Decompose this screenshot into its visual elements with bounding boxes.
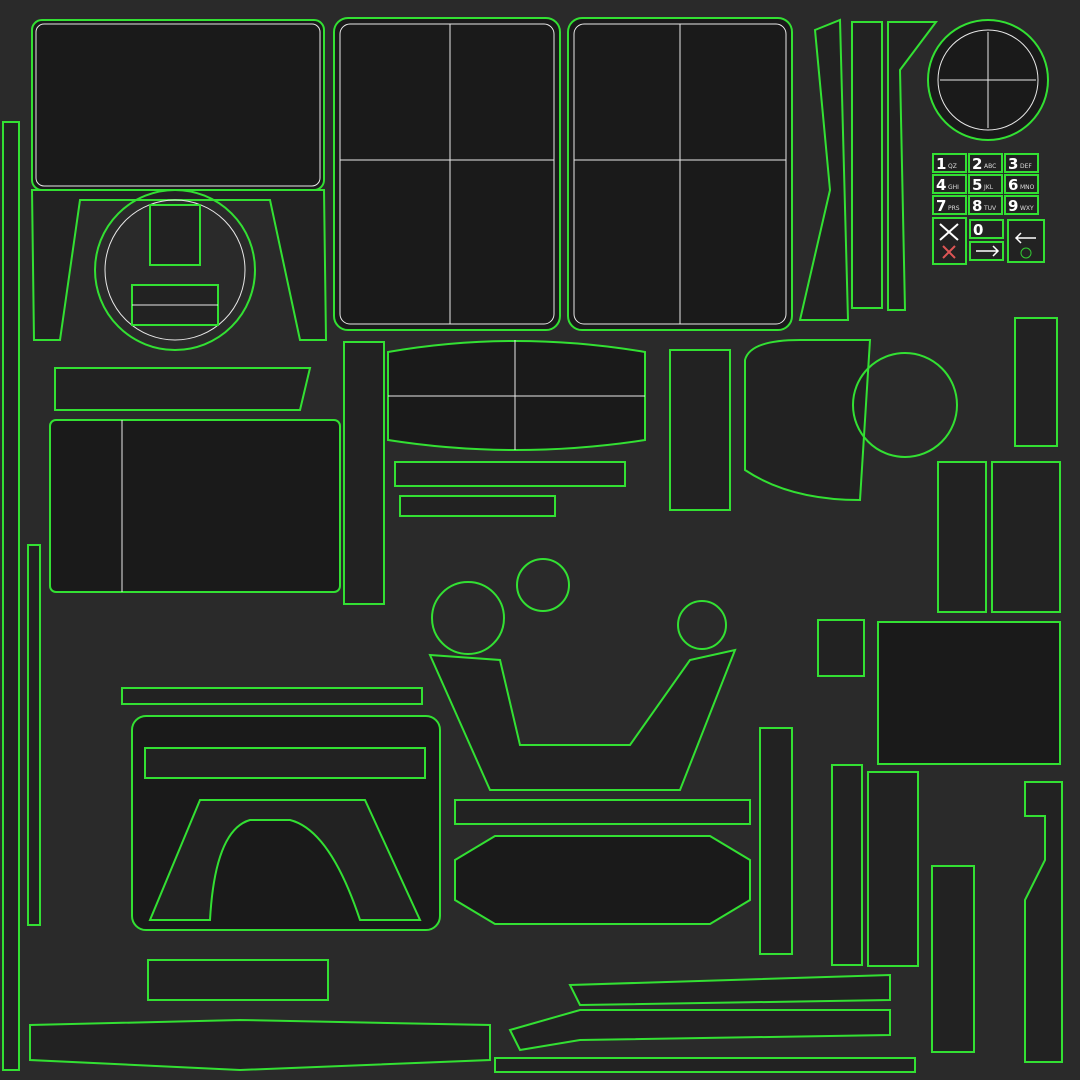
key-letters: PRS bbox=[948, 205, 960, 212]
uv-island-strip-b bbox=[887, 21, 938, 311]
key-letters: MNO bbox=[1020, 184, 1035, 191]
uv-island-base-panel bbox=[49, 367, 341, 593]
uv-island-small-block bbox=[1014, 317, 1058, 447]
uv-island-vent-b bbox=[991, 461, 1061, 613]
uv-island-ruler-bottom bbox=[494, 1057, 916, 1073]
key-digit: 8 bbox=[972, 197, 982, 215]
uv-island-bar-1 bbox=[394, 461, 626, 487]
uv-island-handle bbox=[744, 339, 872, 502]
uv-island-lens bbox=[387, 340, 646, 451]
uv-island-bottom-bar-2 bbox=[508, 1009, 891, 1052]
key-digit: 1 bbox=[936, 155, 946, 173]
arrow-left-icon bbox=[1007, 219, 1045, 263]
uv-island-bar-2 bbox=[399, 495, 556, 517]
uv-island-panel-right bbox=[567, 17, 793, 331]
uv-island-cradle bbox=[428, 648, 737, 791]
uv-island-ruler-left bbox=[2, 121, 20, 1071]
uv-island-column-1 bbox=[759, 727, 793, 955]
uv-island-speaker bbox=[927, 19, 1049, 141]
uv-island-strip-a bbox=[851, 21, 883, 309]
uv-island-monitor-screen bbox=[30, 19, 328, 351]
arrow-right-icon bbox=[969, 241, 1004, 261]
uv-island-ruler-inner bbox=[27, 544, 41, 926]
key-digit: 5 bbox=[972, 176, 982, 194]
uv-island-column-3 bbox=[867, 771, 919, 967]
uv-island-bar-3 bbox=[121, 687, 423, 705]
uv-island-knob bbox=[516, 558, 570, 612]
key-letters: ABC bbox=[984, 163, 996, 170]
key-letters: TUV bbox=[983, 205, 997, 212]
keypad-key-0: 0 bbox=[969, 219, 1004, 239]
key-digit: 6 bbox=[1008, 176, 1018, 194]
key-digit: 3 bbox=[1008, 155, 1018, 173]
uv-island-frame bbox=[131, 715, 441, 931]
key-digit: 9 bbox=[1008, 197, 1018, 215]
uv-island-vertical-bar bbox=[343, 341, 385, 605]
key-digit: 2 bbox=[972, 155, 982, 173]
key-digit: 7 bbox=[936, 197, 946, 215]
key-letters: WXY bbox=[1020, 205, 1034, 212]
uv-island-side-strip bbox=[798, 18, 850, 321]
uv-island-grip bbox=[669, 349, 731, 511]
uv-island-bar-4 bbox=[454, 799, 751, 825]
key-letters: DEF bbox=[1020, 163, 1032, 170]
key-digit: 4 bbox=[936, 176, 946, 194]
uv-island-hex-plate bbox=[454, 835, 751, 925]
uv-island-dial bbox=[852, 352, 958, 458]
uv-island-knob-3 bbox=[677, 600, 727, 650]
uv-island-column-4 bbox=[931, 865, 975, 1053]
key-letters: GHI bbox=[948, 184, 959, 191]
key-digit: 0 bbox=[973, 221, 983, 239]
uv-island-bottom-block bbox=[147, 959, 329, 1001]
uv-island-column-2 bbox=[831, 764, 863, 966]
uv-island-knob-2 bbox=[431, 581, 505, 655]
uv-island-square-panel bbox=[877, 621, 1061, 765]
uv-island-vent-a bbox=[937, 461, 987, 613]
uv-island-panel-left bbox=[333, 17, 561, 331]
key-letters: JKL bbox=[983, 184, 994, 191]
x-icon bbox=[932, 217, 967, 265]
uv-island-bottom-bar-1 bbox=[568, 973, 891, 1007]
uv-island-bottom-strip bbox=[29, 1018, 491, 1072]
uv-island-small-grille bbox=[817, 619, 865, 677]
uv-island-bracket bbox=[1024, 781, 1063, 1063]
key-letters: QZ bbox=[948, 163, 957, 170]
